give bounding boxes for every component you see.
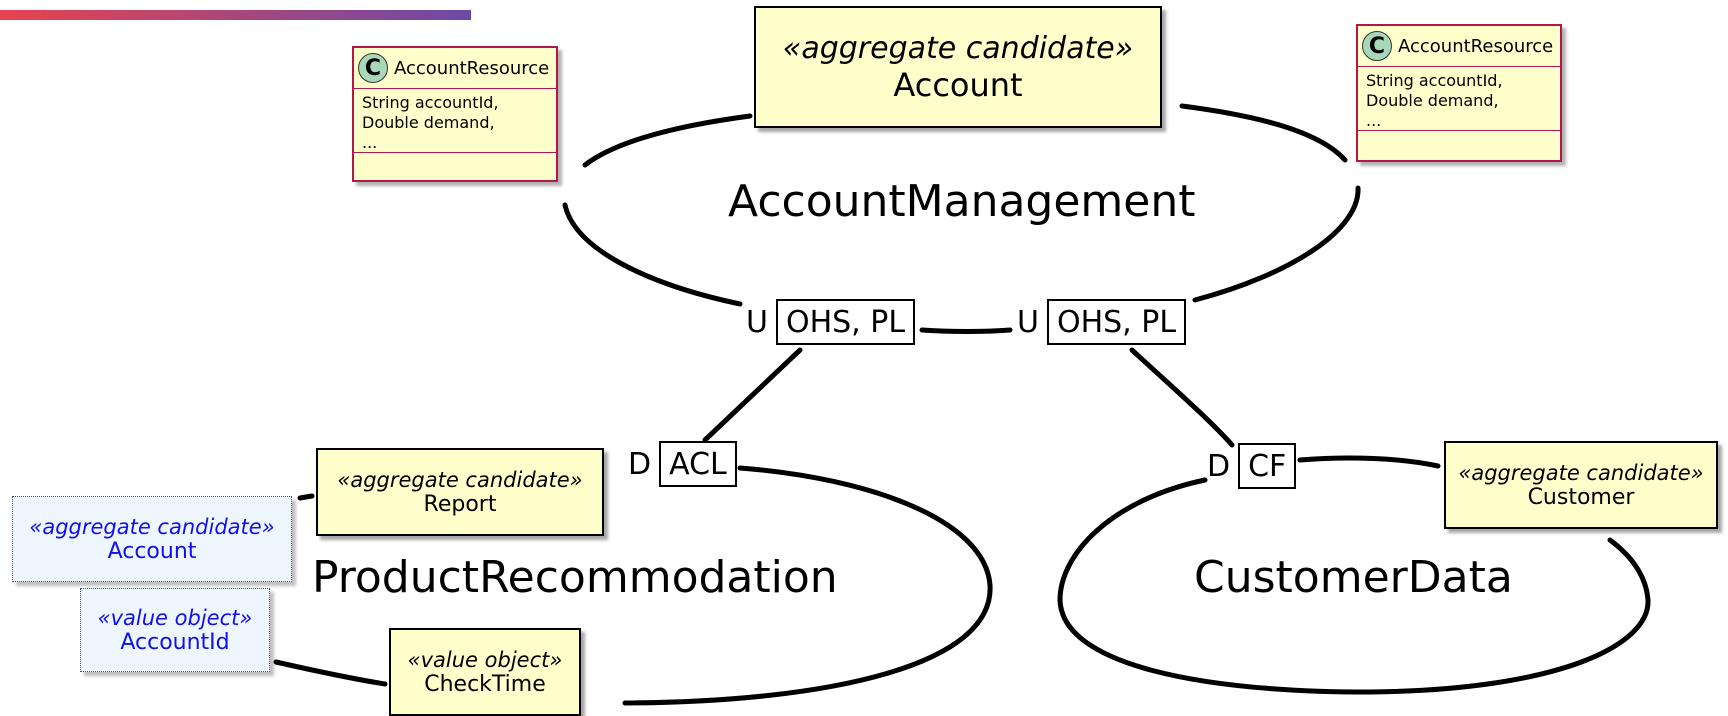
relation-upstream-right: U OHS, PL — [1017, 299, 1187, 345]
product-recommodation-boundary — [273, 659, 388, 687]
class-name: AccountResource — [394, 57, 550, 79]
external-value-object-accountid: «value object» AccountId — [80, 588, 270, 672]
value-object-name: CheckTime — [424, 671, 546, 697]
relation-pattern: OHS, PL — [775, 299, 916, 345]
aggregate-report: «aggregate candidate» Report — [316, 448, 604, 536]
relation-role: D — [628, 446, 652, 482]
relation-role: D — [1207, 448, 1231, 484]
relation-downstream-right: D CF — [1207, 443, 1297, 489]
relation-pattern: CF — [1238, 443, 1297, 489]
customer-data-boundary — [1297, 455, 1441, 469]
class-icon: C — [1362, 31, 1392, 61]
external-stereotype: «aggregate candidate» — [29, 514, 275, 539]
class-fields: String accountId, Double demand, ... — [354, 89, 556, 153]
aggregate-stereotype: «aggregate candidate» — [782, 30, 1134, 66]
customer-data-boundary — [1057, 477, 1651, 695]
aggregate-name: Customer — [1527, 484, 1635, 510]
external-name: AccountId — [120, 629, 230, 655]
class-field: String accountId, — [362, 93, 499, 112]
account-management-boundary — [1192, 185, 1361, 303]
product-recommodation-boundary — [622, 465, 993, 706]
relation-role: U — [746, 304, 768, 340]
class-field: String accountId, — [1366, 71, 1503, 90]
class-header: C AccountResource — [1358, 26, 1560, 67]
relation-line-acl — [702, 347, 803, 443]
external-aggregate-account: «aggregate candidate» Account — [12, 496, 292, 582]
class-header: C AccountResource — [354, 48, 556, 89]
relation-upstream-left: U OHS, PL — [746, 299, 916, 345]
class-account-resource-right: C AccountResource String accountId, Doub… — [1356, 24, 1562, 162]
aggregate-stereotype: «aggregate candidate» — [1458, 460, 1704, 485]
class-field: Double demand, — [1366, 91, 1499, 110]
context-name-customer-data: CustomerData — [1194, 552, 1513, 603]
class-field: ... — [1366, 111, 1382, 130]
account-management-boundary — [1179, 103, 1348, 163]
value-object-stereotype: «value object» — [407, 647, 563, 672]
class-methods — [1358, 131, 1560, 141]
relation-downstream-left: D ACL — [628, 441, 737, 487]
class-field: Double demand, — [362, 113, 495, 132]
account-management-boundary — [562, 202, 743, 307]
account-management-boundary — [582, 113, 753, 168]
class-methods — [354, 153, 556, 163]
aggregate-customer: «aggregate candidate» Customer — [1444, 441, 1718, 529]
class-name: AccountResource — [1398, 35, 1554, 57]
external-stereotype: «value object» — [97, 605, 253, 630]
aggregate-account: «aggregate candidate» Account — [754, 6, 1162, 128]
upstream-connector — [919, 327, 1013, 334]
class-fields: String accountId, Double demand, ... — [1358, 67, 1560, 131]
product-recommodation-boundary — [297, 493, 315, 501]
class-icon: C — [358, 53, 388, 83]
class-field: ... — [362, 133, 378, 152]
aggregate-name: Report — [423, 491, 497, 517]
relation-pattern: OHS, PL — [1046, 299, 1187, 345]
external-name: Account — [107, 538, 197, 564]
relation-pattern: ACL — [659, 441, 737, 487]
aggregate-stereotype: «aggregate candidate» — [337, 467, 583, 492]
aggregate-name: Account — [893, 65, 1023, 104]
header-accent-bar — [0, 10, 471, 20]
context-name-account-management: AccountManagement — [728, 176, 1196, 227]
context-name-product-recommodation: ProductRecommodation — [312, 552, 838, 603]
value-object-checktime: «value object» CheckTime — [389, 628, 581, 716]
relation-line-cf — [1129, 347, 1235, 448]
class-account-resource-left: C AccountResource String accountId, Doub… — [352, 46, 558, 182]
relation-role: U — [1017, 304, 1039, 340]
